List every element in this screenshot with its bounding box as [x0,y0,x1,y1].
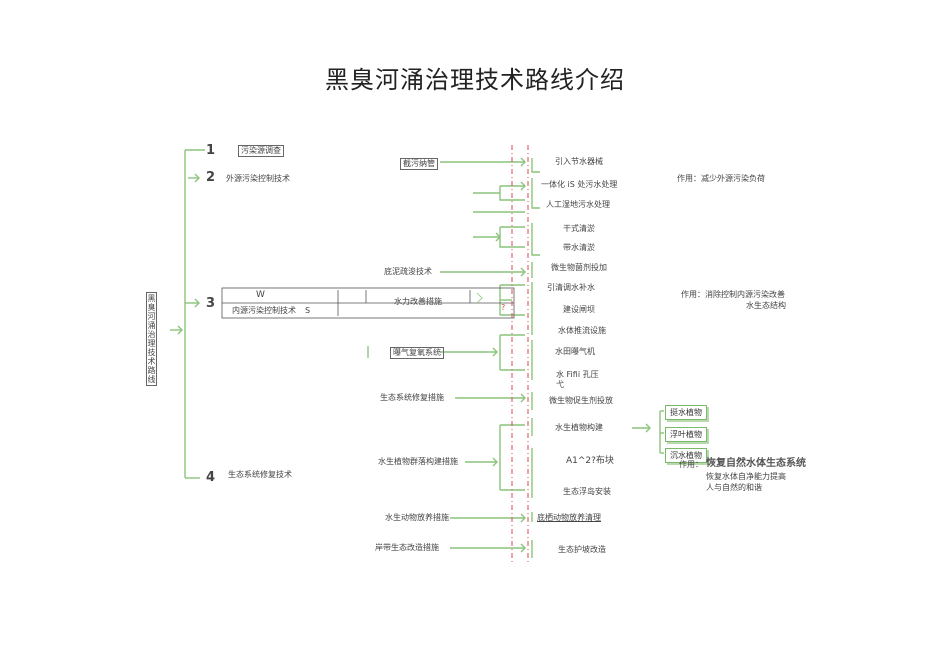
leaf-10: 水田曝气机 [555,347,595,356]
branch-3-label: 内源污染控制技术 [232,306,296,315]
mid-label-6: 水生植物群落构建措施 [378,457,458,466]
leaf-14: A1^2?布块 [566,456,614,466]
branch-1-label: 污染源调查 [238,145,284,157]
effect-3d: 人与自然的和谐 [706,483,762,492]
w-mark: W [256,290,265,300]
leaf-2: 一体化 iS 处污水处理 [541,180,618,189]
q-mark: ? [501,303,506,312]
mid-label-8: 岸带生态改造措施 [375,543,439,552]
branch-4-number: 4 [206,470,216,485]
branch-1-number: 1 [206,143,216,158]
leaf-13: 水生植物构建 [555,423,603,432]
leaf-17: 生态护坡改造 [558,545,606,554]
mid-label-2: 底泥疏浚技术 [384,267,432,276]
leaf-8: 建设闸坝 [563,305,595,314]
effect-1: 作用：减少外源污染负荷 [677,174,765,183]
leaf-9: 水体推流设施 [558,326,606,335]
plant-box-3: 沉水植物 [665,448,707,463]
leaf-11b: 弋 [556,380,564,389]
leaf-5: 带水清淤 [563,243,595,252]
leaf-6: 微生物菌剂投加 [551,263,607,272]
mid-label-7: 水生动物放养措施 [385,513,449,522]
effect-3c: 恢复水体自净能力提高 [706,472,786,481]
leaf-3: 人工湿地污水处理 [546,200,610,209]
mid-label-3: 水力改善措施 [394,297,442,306]
mid-label-1: 截污纳管 [400,158,438,170]
page-title: 黑臭河涌治理技术路线介绍 [325,66,625,94]
mid-label-4: 曝气复氧系统 [390,347,444,359]
effect-3b: 恢复自然水体生态系统 [706,458,806,469]
branch-3-number: 3 [206,296,216,311]
plant-box-1: 挺水植物 [665,405,707,420]
plant-box-2: 浮叶植物 [665,427,707,442]
leaf-15: 生态浮岛安装 [563,487,611,496]
root-label: 黑臭河涌治理技术路线 [146,292,157,386]
effect-3a: 作用： [679,460,703,469]
mid-label-5: 生态系统修复措施 [380,393,444,402]
s-mark: S [305,306,311,315]
leaf-12: 微生物促生剂投放 [549,396,613,405]
leaf-7: 引清调水补水 [547,283,595,292]
leaf-11a: 水 Fifii 孔压 [556,370,599,379]
leaf-4: 干式清淤 [563,224,595,233]
leaf-16: 底栖动物放养清理 [537,513,601,522]
leaf-1: 引入节水器械 [555,157,603,166]
effect-2b: 水生态结构 [746,301,786,310]
effect-2a: 作用：消除控制内源污染改善 [681,290,785,299]
branch-2-label: 外源污染控制技术 [226,174,290,183]
branch-2-number: 2 [206,170,216,185]
branch-4-label: 生态系统修复技术 [228,470,292,479]
